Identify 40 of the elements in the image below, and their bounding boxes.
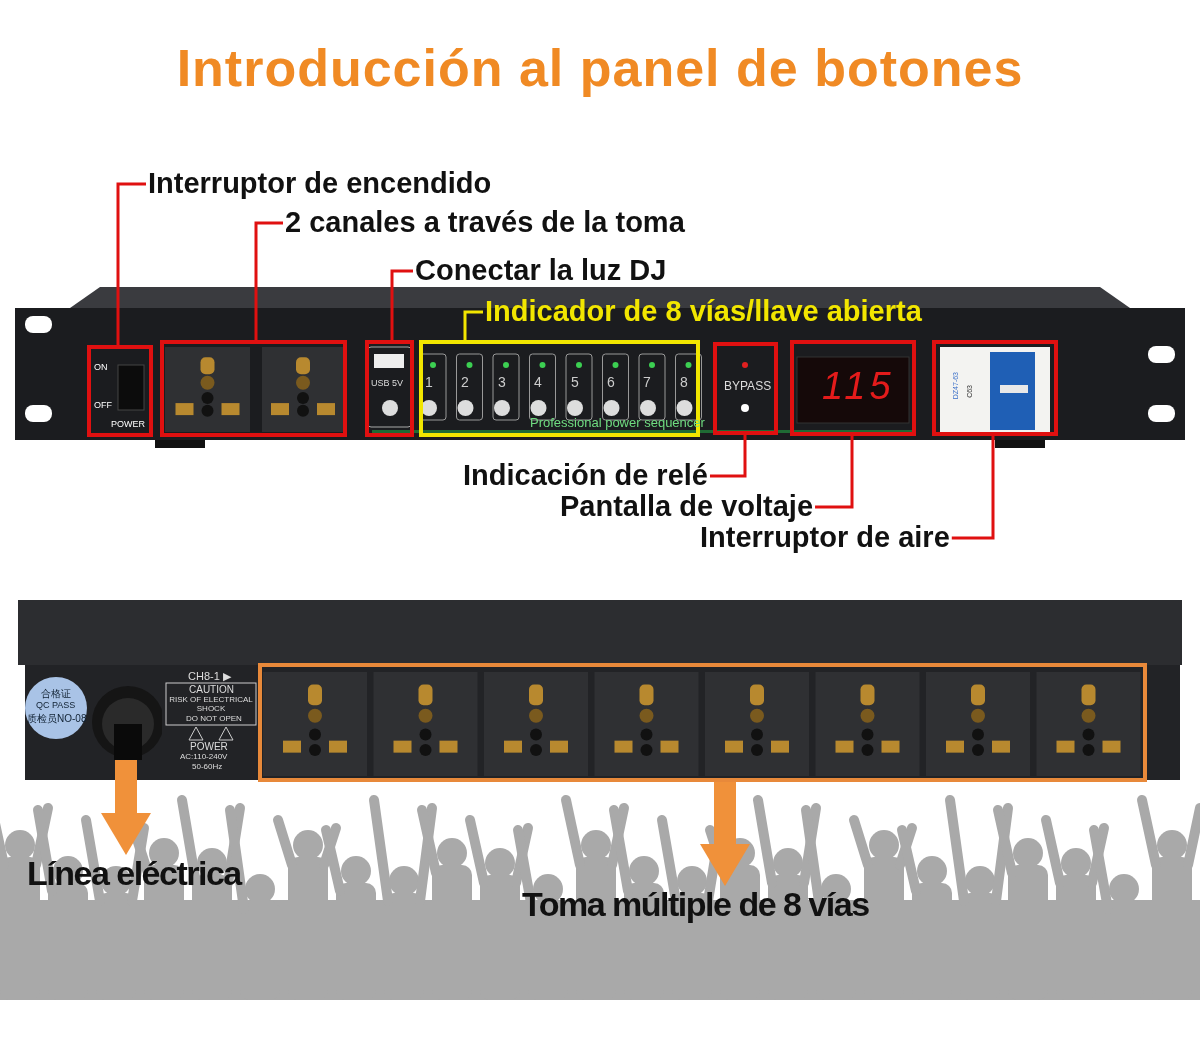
- panel-marking: 2: [461, 375, 469, 391]
- panel-marking: 5: [571, 375, 579, 391]
- panel-marking: 6: [607, 375, 615, 391]
- callout-label: Toma múltiple de 8 vías: [522, 886, 869, 924]
- highlight-frame: [160, 340, 347, 437]
- panel-marking: 115: [822, 366, 895, 408]
- panel-marking: AC:110-240V: [180, 753, 228, 762]
- highlight-frame: [713, 342, 778, 435]
- highlight-frame: [258, 663, 1147, 782]
- panel-marking: CAUTION: [189, 684, 234, 695]
- panel-marking: POWER: [111, 420, 145, 430]
- panel-marking: 1: [425, 375, 433, 391]
- title: Introducción al panel de botones: [175, 38, 1025, 98]
- panel-marking: RISK OF ELECTRICAL SHOCK: [168, 696, 254, 714]
- callout-label: 2 canales a través de la toma: [285, 207, 685, 239]
- panel-marking: DO NOT OPEN: [186, 715, 242, 724]
- panel-marking: USB 5V: [371, 379, 403, 389]
- callout-label: Indicador de 8 vías/llave abierta: [485, 296, 922, 328]
- callout-label: Pantalla de voltaje: [560, 491, 814, 523]
- callout-label: Conectar la luz DJ: [415, 255, 667, 287]
- power-cord-drawing: [90, 684, 162, 760]
- callout-label: Indicación de relé: [463, 460, 708, 492]
- panel-marking: OFF: [94, 401, 112, 411]
- panel-marking: 7: [643, 375, 651, 391]
- highlight-frame: [87, 345, 153, 437]
- panel-marking: 合格证: [41, 688, 71, 699]
- panel-marking: BYPASS: [724, 380, 772, 394]
- panel-marking: 3: [498, 375, 506, 391]
- panel-marking: CH8-1 ▶: [188, 670, 231, 683]
- callout-label: Interruptor de encendido: [148, 168, 492, 200]
- highlight-frame: [790, 340, 916, 436]
- highlight-frame: [365, 340, 414, 437]
- panel-marking: 4: [534, 375, 542, 391]
- callout-label: Interruptor de aire: [700, 522, 950, 554]
- panel-marking: POWER: [190, 741, 228, 752]
- panel-marking: 8: [680, 375, 688, 391]
- highlight-frame: [932, 340, 1058, 436]
- panel-marking: ON: [94, 363, 108, 373]
- panel-marking: 50-60Hz: [192, 763, 223, 772]
- panel-marking: QC PASS: [36, 701, 76, 711]
